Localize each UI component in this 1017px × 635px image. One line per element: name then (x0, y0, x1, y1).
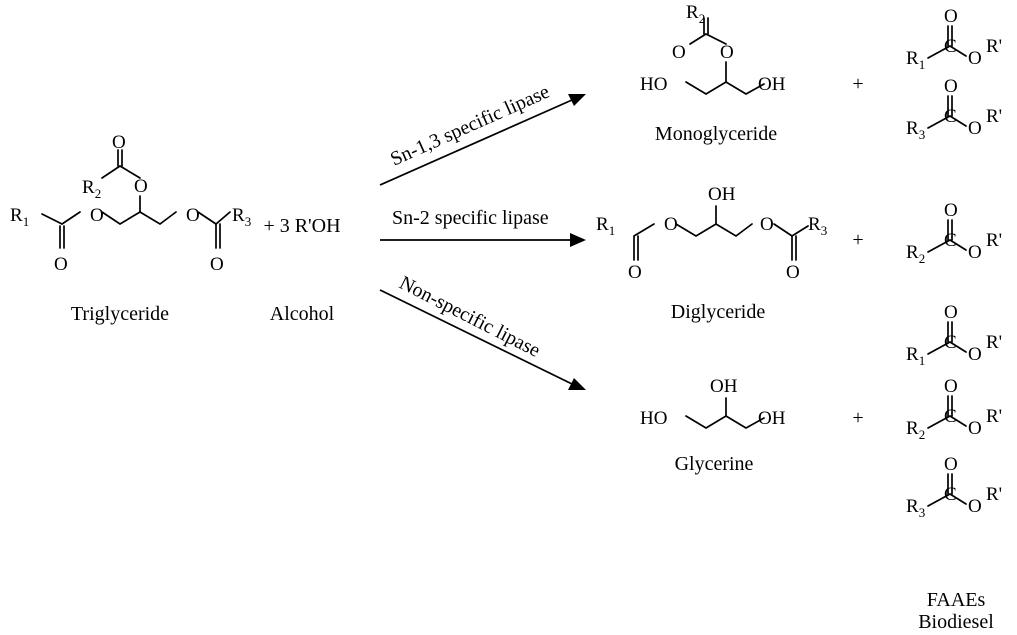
atom-o: O (760, 214, 774, 235)
glycerine-structure: HO OH OH (640, 376, 786, 429)
atom-o: O (664, 214, 678, 235)
ester-r2: R2 C O O R' (906, 376, 1002, 442)
r1-group: R1 (596, 214, 615, 238)
enzyme-sn13-label: Sn-1,3 specific lipase (387, 81, 553, 171)
r-prime-group: R' (986, 230, 1002, 251)
atom-o: O (628, 262, 642, 283)
atom-o: O (720, 42, 734, 63)
diglyceride-structure: R1 O OH O R3 O O (596, 184, 827, 283)
atom-c: C (944, 406, 957, 427)
enzyme-nonspecific-label: Non-specific lipase (396, 272, 544, 362)
atom-c: C (944, 230, 957, 251)
atom-o: O (968, 418, 982, 439)
atom-o: O (968, 118, 982, 139)
plus-sign: + (852, 73, 863, 95)
r2-group: R2 (686, 2, 705, 26)
atom-o: O (944, 454, 958, 475)
monoglyceride-label: Monoglyceride (655, 123, 777, 145)
triglyceride-label: Triglyceride (71, 303, 169, 325)
arrow-sn13: Sn-1,3 specific lipase (379, 81, 586, 186)
atom-oh: OH (708, 184, 736, 205)
atom-o: O (968, 48, 982, 69)
diglyceride-label: Diglyceride (671, 301, 766, 323)
atom-c: C (944, 484, 957, 505)
atom-c: C (944, 332, 957, 353)
r1-group: R1 (10, 205, 29, 229)
triglyceride-structure: O O O O O O R1 R2 R3 (10, 132, 251, 275)
arrow-sn2: Sn-2 specific lipase (380, 207, 586, 247)
r-prime-group: R' (986, 36, 1002, 57)
plus-sign: + (852, 407, 863, 429)
r-prime-group: R' (986, 406, 1002, 427)
atom-o: O (968, 344, 982, 365)
r-prime-group: R' (986, 332, 1002, 353)
atom-o: O (968, 496, 982, 517)
atom-oh: OH (710, 376, 738, 397)
atom-c: C (944, 106, 957, 127)
atom-o: O (944, 302, 958, 323)
atom-o: O (210, 254, 224, 275)
atom-o: O (944, 376, 958, 397)
ester-r2: R2 C O O R' (906, 200, 1002, 266)
r3-group: R3 (808, 214, 827, 238)
atom-ho: HO (640, 408, 667, 429)
atom-oh: OH (758, 74, 786, 95)
glycerine-label: Glycerine (675, 453, 754, 475)
ester-r1: R1 C O O R' (906, 302, 1002, 368)
atom-ho: HO (640, 74, 667, 95)
r1-group: R1 (906, 344, 925, 368)
r-prime-group: R' (986, 106, 1002, 127)
atom-o: O (90, 205, 104, 226)
arrow-nonspecific: Non-specific lipase (379, 272, 586, 390)
r3-group: R3 (906, 496, 925, 520)
r-prime-group: R' (986, 484, 1002, 505)
atom-o: O (54, 254, 68, 275)
alcohol-formula: + 3 R'OH (263, 215, 340, 237)
atom-o: O (672, 42, 686, 63)
ester-r3: R3 C O O R' (906, 76, 1002, 142)
atom-o: O (134, 176, 148, 197)
ester-r1: R1 C O O R' (906, 6, 1002, 72)
atom-o: O (112, 132, 126, 153)
ester-r3: R3 C O O R' (906, 454, 1002, 520)
r2-group: R2 (82, 177, 101, 201)
atom-o: O (786, 262, 800, 283)
r1-group: R1 (906, 48, 925, 72)
r3-group: R3 (906, 118, 925, 142)
atom-o: O (944, 6, 958, 27)
r2-group: R2 (906, 242, 925, 266)
r3-group: R3 (232, 205, 251, 229)
atom-o: O (968, 242, 982, 263)
atom-o: O (186, 205, 200, 226)
monoglyceride-structure: HO OH O O R2 (640, 2, 786, 95)
enzyme-sn2-label: Sn-2 specific lipase (392, 207, 549, 229)
alcohol-label: Alcohol (270, 303, 335, 325)
faaes-label: FAAEs (927, 589, 986, 611)
atom-o: O (944, 76, 958, 97)
atom-c: C (944, 36, 957, 57)
plus-sign: + (852, 229, 863, 251)
biodiesel-label: Biodiesel (918, 611, 994, 633)
r2-group: R2 (906, 418, 925, 442)
atom-oh: OH (758, 408, 786, 429)
atom-o: O (944, 200, 958, 221)
